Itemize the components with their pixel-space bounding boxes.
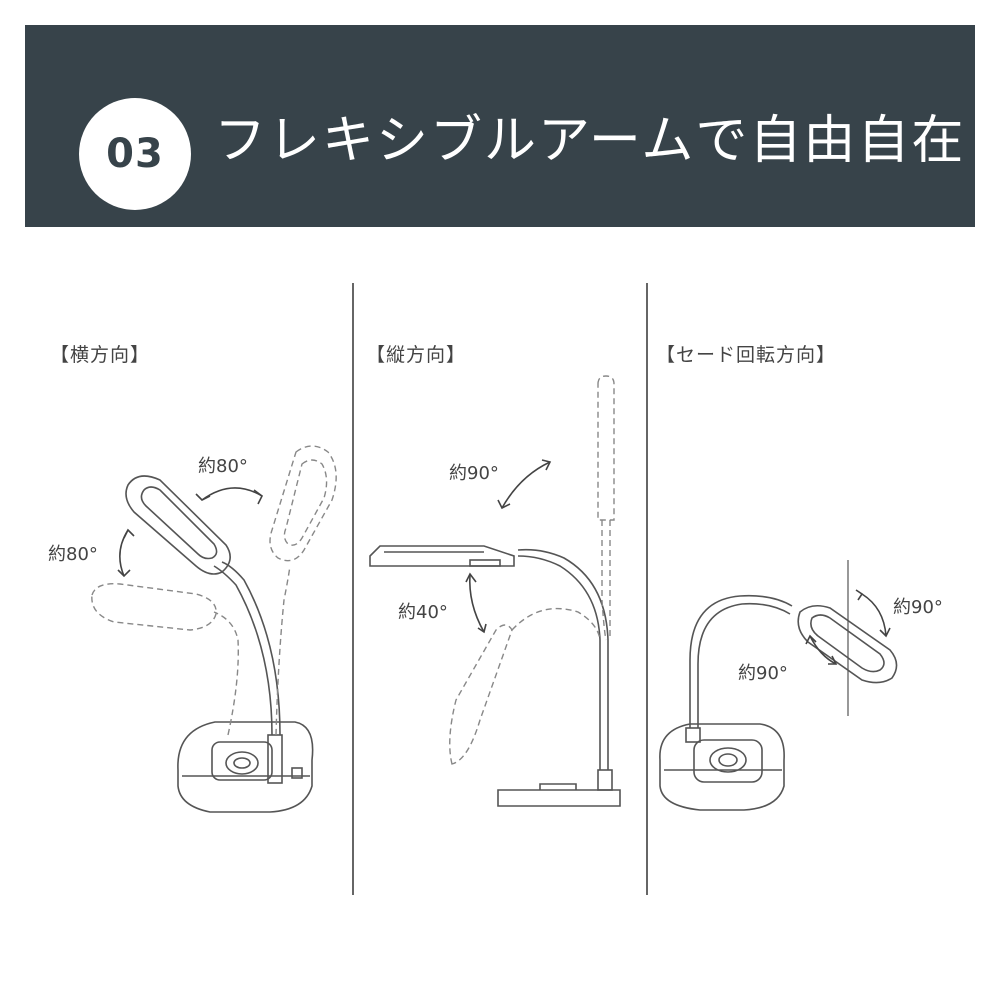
lamp-illustration-vertical — [369, 375, 621, 807]
panel-divider-1 — [352, 283, 354, 895]
section-number-badge: 03 — [79, 98, 191, 210]
angle-label-horizontal-upper: 約80° — [198, 456, 248, 477]
panel-label-vertical: 【縦方向】 — [366, 344, 467, 366]
panel-label-shade-rotation: 【セード回転方向】 — [656, 344, 837, 366]
section-number: 03 — [106, 131, 164, 177]
angle-label-horizontal-left: 約80° — [48, 544, 98, 565]
header-banner: 03 フレキシブルアームで自由自在 — [25, 25, 975, 227]
lamp-illustration-shade-rotation — [659, 560, 898, 811]
angle-label-vertical-lower: 約40° — [398, 602, 448, 623]
panel-label-horizontal: 【横方向】 — [50, 344, 151, 366]
angle-label-shade-right: 約90° — [893, 597, 943, 618]
angle-label-shade-lower: 約90° — [738, 663, 788, 684]
panel-divider-2 — [646, 283, 648, 895]
angle-label-vertical-upper: 約90° — [449, 463, 499, 484]
section-title: フレキシブルアームで自由自在 — [214, 111, 966, 171]
lamp-illustration-horizontal — [91, 445, 337, 813]
